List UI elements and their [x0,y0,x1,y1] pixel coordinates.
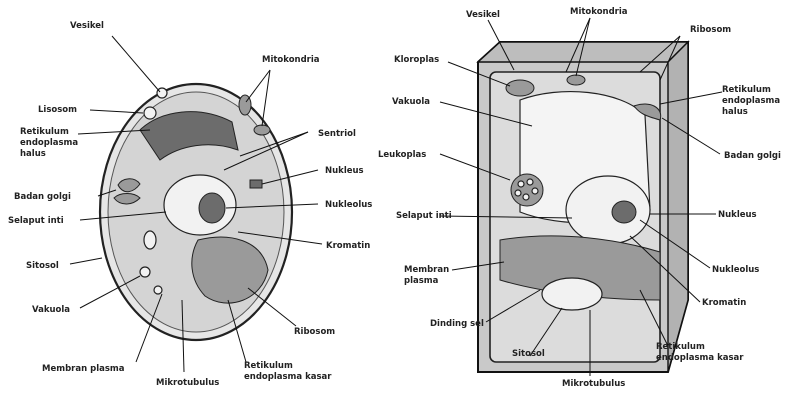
plant-label-ribosom: Ribosom [690,25,731,35]
plant-label-selaput-inti: Selaput inti [396,211,452,221]
plant-label-mikrotubulus: Mikrotubulus [562,379,625,389]
animal-label-kromatin: Kromatin [326,241,370,251]
plant-label-nukleus: Nukleus [718,210,757,220]
plant-label-kromatin: Kromatin [702,298,746,308]
animal-label-ribosom: Ribosom [294,327,335,337]
plant-label-kloroplas: Kloroplas [394,55,439,65]
animal-label-mikrotubulus: Mikrotubulus [156,378,219,388]
plant-nucleolus [612,201,636,223]
animal-vacuole-1 [140,267,150,277]
plant-label-dinding-sel: Dinding sel [430,319,484,329]
plant-label-badan-golgi: Badan golgi [724,151,781,161]
plant-label-retikulum-kasar-2: endoplasma kasar [656,353,744,363]
animal-label-retikulum-halus-3: halus [20,149,46,159]
animal-vacuole-3 [144,231,156,249]
animal-lysosome [144,107,156,119]
animal-label-sentriol: Sentriol [318,129,356,139]
animal-label-nukleolus: Nukleolus [325,200,372,210]
animal-label-vakuola: Vakuola [32,305,70,315]
animal-label-retikulum-halus-1: Retikulum [20,127,69,137]
animal-label-badan-golgi: Badan golgi [14,192,71,202]
animal-vacuole-2 [154,286,162,294]
animal-label-retikulum-halus-2: endoplasma [20,138,78,148]
animal-label-sitosol: Sitosol [26,261,59,271]
plant-label-retikulum-halus-3: halus [722,107,748,117]
plant-nucleus [566,176,650,244]
plant-label-sitosol: Sitosol [512,349,545,359]
animal-label-membran-plasma: Membran plasma [42,364,125,374]
animal-label-lisosom: Lisosom [38,105,77,115]
plant-chloroplast-1 [506,80,534,96]
plant-label-nukleolus: Nukleolus [712,265,759,275]
animal-label-selaput-inti: Selaput inti [8,216,64,226]
plant-label-vesikel: Vesikel [466,10,500,20]
plant-label-retikulum-halus-2: endoplasma [722,96,780,106]
plant-label-retikulum-halus-1: Retikulum [722,85,771,95]
animal-mitochondria-2 [254,125,270,135]
plant-label-vakuola: Vakuola [392,97,430,107]
animal-label-vesikel: Vesikel [70,21,104,31]
animal-nucleolus [199,193,225,223]
animal-label-mitokondria: Mitokondria [262,55,320,65]
plant-label-mitokondria: Mitokondria [570,7,628,17]
plant-cell-wall-side [668,42,688,372]
animal-centriole [250,180,262,188]
animal-label-retikulum-kasar-1: Retikulum [244,361,293,371]
plant-chloroplast-2 [567,75,585,85]
animal-cell [100,84,292,340]
plant-lower-vacuole [542,278,602,310]
plant-label-membran-plasma-2: plasma [404,276,439,286]
animal-label-nukleus: Nukleus [325,166,364,176]
plant-label-leukoplas: Leukoplas [378,150,426,160]
plant-label-retikulum-kasar-1: Retikulum [656,342,705,352]
animal-label-retikulum-kasar-2: endoplasma kasar [244,372,332,382]
plant-label-membran-plasma-1: Membran [404,265,449,275]
